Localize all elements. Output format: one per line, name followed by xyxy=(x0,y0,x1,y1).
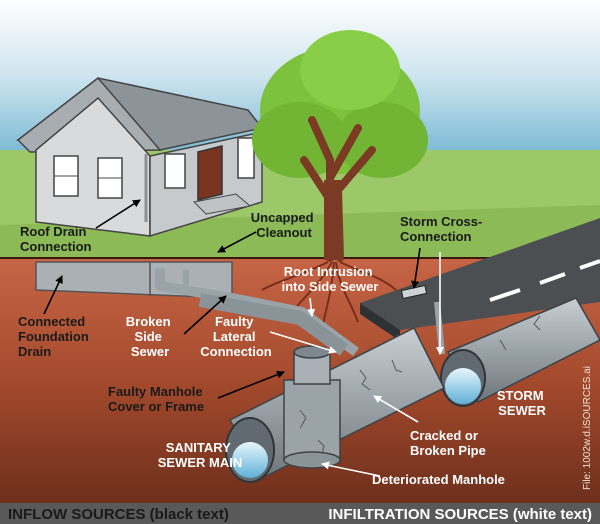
window xyxy=(164,153,186,189)
footer-inflow-label: INFLOW SOURCES (black text) xyxy=(8,506,229,523)
pipe-cracks xyxy=(299,315,541,455)
label-faulty-lateral-connection: Faulty Lateral Connection xyxy=(200,314,272,359)
window xyxy=(237,137,255,179)
side-sewer-pipe-lower xyxy=(198,293,349,356)
leader-lines-white xyxy=(269,252,444,477)
road-edge xyxy=(360,303,400,341)
front-door xyxy=(197,145,223,201)
label-storm-sewer: STORM SEWER xyxy=(497,388,547,418)
storm-sewer-water xyxy=(445,368,481,404)
front-steps xyxy=(192,193,252,215)
sanitary-main-water xyxy=(232,442,268,478)
footer-infiltration-label: INFILTRATION SOURCES (white text) xyxy=(328,506,592,523)
label-root-intrusion: Root Intrusion into Side Sewer xyxy=(282,264,379,294)
lawn-shade xyxy=(0,205,600,262)
label-storm-cross-connection: Storm Cross- Connection xyxy=(400,214,486,244)
footer-bar xyxy=(0,503,600,524)
label-roof-drain: Roof Drain Connection xyxy=(20,224,92,254)
label-faulty-manhole-cover: Faulty Manhole Cover or Frame xyxy=(108,384,206,414)
road-lane-marking xyxy=(579,259,600,270)
road-lane-marking xyxy=(489,288,521,302)
label-broken-side-sewer: Broken Side Sewer xyxy=(126,314,174,359)
manhole-cone xyxy=(293,351,331,385)
label-connected-foundation-drain: Connected Foundation Drain xyxy=(18,314,92,359)
leader-lines-black xyxy=(43,199,421,399)
road xyxy=(360,218,600,330)
manhole-shaft xyxy=(283,379,341,461)
label-sanitary-sewer-main: SANITARY SEWER MAIN xyxy=(158,440,243,470)
label-uncapped-cleanout: Uncapped Cleanout xyxy=(251,210,317,240)
tree xyxy=(252,30,428,262)
file-note: File: 1002w.d.iSOURCES.ai xyxy=(582,366,593,490)
road-lane-marking xyxy=(539,272,566,285)
label-deteriorated-manhole: Deteriorated Manhole xyxy=(372,472,505,487)
label-cracked-pipe: Cracked or Broken Pipe xyxy=(410,428,486,458)
